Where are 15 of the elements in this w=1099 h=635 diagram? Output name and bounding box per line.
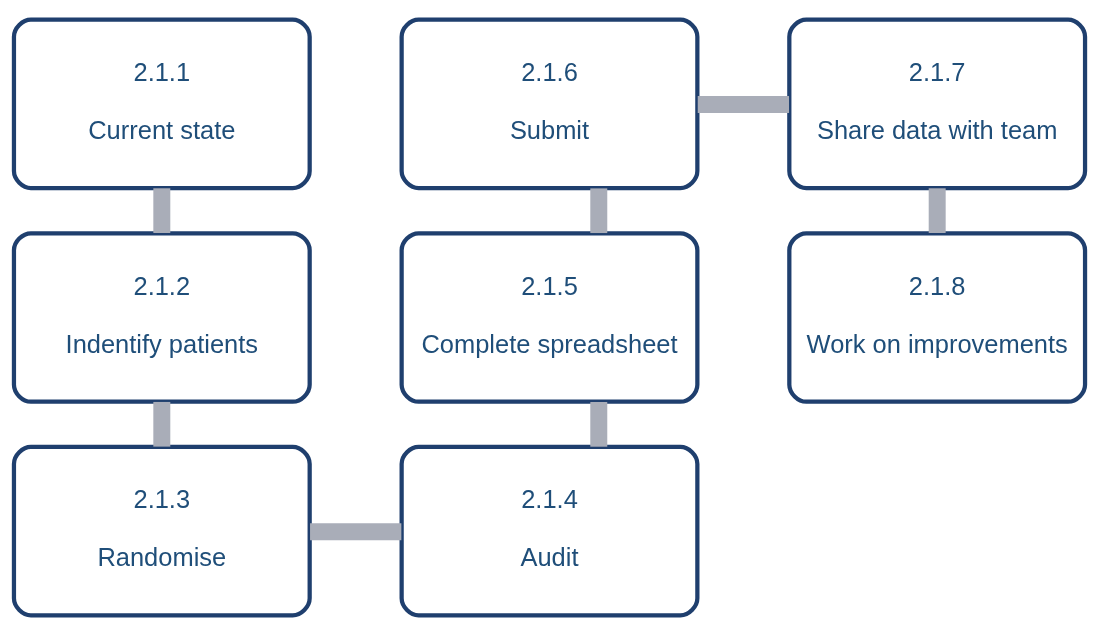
connector [153,401,171,447]
node-box: 2.1.3 Randomise [11,444,312,618]
connector [590,402,608,447]
connector [310,523,402,541]
connector [697,96,790,114]
connector [590,188,608,234]
node-box: 2.1.5 Complete spreadsheet [399,231,700,404]
connector [153,188,171,233]
node-box: 2.1.7 Share data with team [787,17,1088,191]
node-box: 2.1.6 Submit [399,17,700,191]
connector [928,188,946,233]
node-box: 2.1.2 Indentify patients [11,231,312,404]
node-box: 2.1.1 Current state [11,17,312,191]
node-box: 2.1.8 Work on improvements [787,231,1088,404]
node-box: 2.1.4 Audit [399,444,700,618]
